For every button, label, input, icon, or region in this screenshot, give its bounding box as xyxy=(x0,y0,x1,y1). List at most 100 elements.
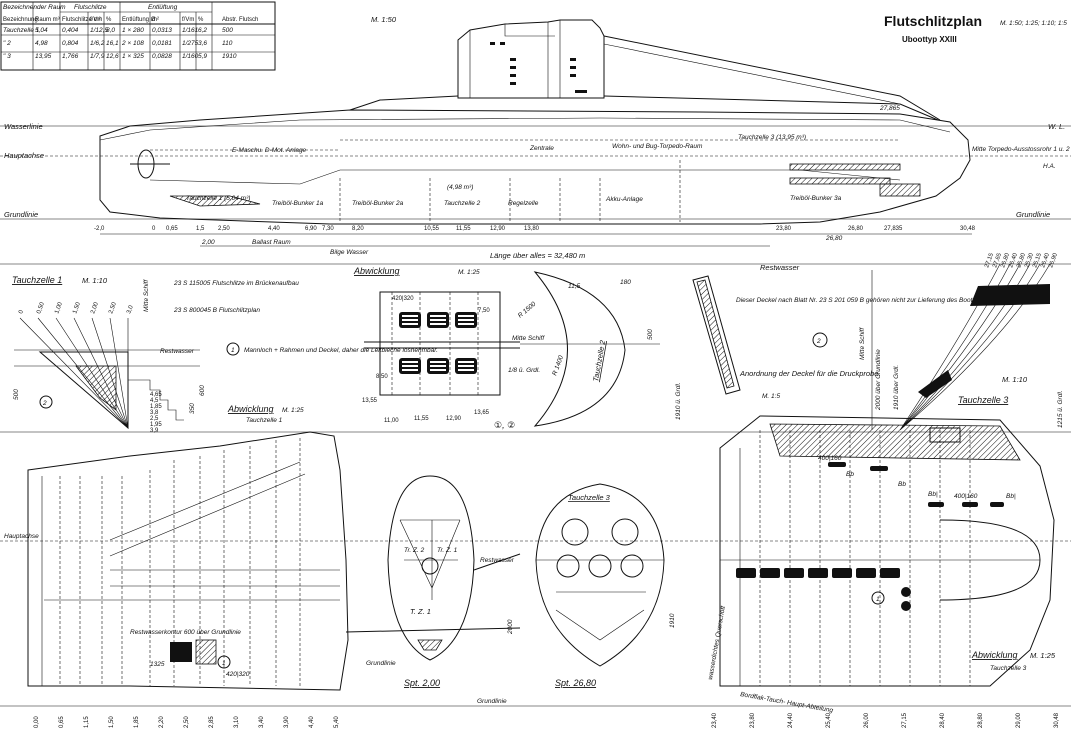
abw-tz2-mitte: Mitte Schiff xyxy=(512,335,545,342)
tz1-step-label: 3,8 xyxy=(150,410,159,416)
abw3-label: 400|160 xyxy=(818,455,842,462)
restwasser-label: Restwasser xyxy=(760,263,800,272)
s200-tz2: Tr. Z. 2 xyxy=(404,547,425,554)
abw3-wall: wasserdichtes Querschott xyxy=(707,604,727,680)
abw2-dim-label: 420|320 xyxy=(392,296,414,302)
waterline-right-label: W. L. xyxy=(1048,122,1065,131)
tz1-dim-350: 350 xyxy=(189,403,196,414)
tz1-step-label: 4,5 xyxy=(150,398,159,404)
abw3-frame-label: 23,40 xyxy=(712,712,718,728)
table-cell: 0,0181 xyxy=(152,40,172,47)
table-cell: 1/275 xyxy=(182,40,199,47)
table-cell: 16,1 xyxy=(106,40,119,47)
s200-title: Spt. 2,00 xyxy=(404,678,440,688)
table-cell: 0,404 xyxy=(62,27,79,34)
table-header-cell: Bezeichnung xyxy=(3,17,38,23)
bl-frame-label: 1,50 xyxy=(109,716,115,728)
abw3-label: Bb xyxy=(846,471,854,478)
table-cell: " 2 xyxy=(3,40,11,47)
section-spt-200: Tr. Z. 2 Tr. Z. 1 T. Z. 1 Restwasser Gru… xyxy=(345,475,521,688)
tz1-frame-label: 3,0 xyxy=(126,304,135,315)
bl-frame-label: 3,90 xyxy=(284,716,290,728)
frame-label: 8,20 xyxy=(352,226,364,232)
tz1-scale: M. 1:10 xyxy=(82,276,108,285)
main-scale: M. 1:50 xyxy=(371,15,397,24)
room-label: E-Maschu. D-Mot. Anlage xyxy=(232,147,307,154)
baseline-right-label: Grundlinie xyxy=(1016,210,1050,219)
frame-label: 11,55 xyxy=(456,226,471,232)
tz3-scale: M. 1:10 xyxy=(1002,375,1028,384)
tz1-step-label: 2,5 xyxy=(150,416,159,422)
frame-label: 0 xyxy=(152,226,156,232)
frame-label: 10,55 xyxy=(424,226,440,232)
table-cell: " 3 xyxy=(3,53,11,60)
table-cell: 12,6 xyxy=(106,53,119,60)
abw3-label: Bb| xyxy=(928,491,938,498)
table-header-cell: Flutschlitze m² xyxy=(62,17,101,23)
tz1-mitte: Mitte Schiff xyxy=(143,279,150,312)
abw3-label: Bb xyxy=(898,481,906,488)
abw3-stamp: Bordflak-Tauch- Haupt-Abteilung xyxy=(740,691,834,714)
abw2-dim-label: 11,00 xyxy=(384,418,399,424)
bl-frame-label: 1,85 xyxy=(134,716,140,728)
tz3-dim1: 2000 über Grundlinie xyxy=(875,349,882,411)
frame-label: 27,835 xyxy=(884,226,903,232)
abw-tz2-uber: 1/8 ü. Grdl. xyxy=(508,367,540,374)
top-dim: 27,865 xyxy=(879,105,900,112)
table-cell: 5,04 xyxy=(35,27,48,34)
tz3-frame-label: 26,80 xyxy=(1000,252,1011,269)
tz1-frame-label: 2,50 xyxy=(108,301,118,315)
table-cell: 6,2 xyxy=(198,27,207,34)
s200-tz1: Tr. Z. 1 xyxy=(437,547,458,554)
room-label: (4,98 m³) xyxy=(447,184,473,191)
table-cell: 4,98 xyxy=(35,40,48,47)
abw3-frame-label: 28,40 xyxy=(940,712,946,728)
baseline-label: Grundlinie xyxy=(4,210,38,219)
bl-note: Restwasserkontur 600 über Grundlinie xyxy=(130,629,241,636)
room-label: Tauchzelle 1 (5,04 m³) xyxy=(186,195,250,202)
frame-label: 4,40 xyxy=(268,226,280,232)
room-label: Tauchzelle 2 xyxy=(444,200,481,207)
s2680-dim: 1910 xyxy=(669,613,676,628)
room-label: Treiböl-Bunker 3a xyxy=(790,195,842,202)
room-label: Ballast Raum xyxy=(252,239,291,246)
bl-frame-label: 3,40 xyxy=(259,716,265,728)
drawing-subtitle: Uboottyp XXIII xyxy=(902,35,957,44)
room-label: Bilge Wasser xyxy=(330,249,369,256)
table-cell: 1/12,5 xyxy=(90,27,108,34)
bl-label-1: 420|320 xyxy=(226,671,250,678)
abw-tz2-circles: ①, ② xyxy=(494,420,515,430)
tz1-step-label: 1,85 xyxy=(150,404,162,410)
abw-tz2-tz2: Tauchzelle 2 xyxy=(591,339,607,383)
table-cell: 5,9 xyxy=(198,53,207,60)
tz1-step-label: 1,95 xyxy=(150,422,162,428)
frame-label: 7,30 xyxy=(322,226,334,232)
table-cell: 110 xyxy=(222,40,233,47)
deckel-dim: 1910 ü. Grdl. xyxy=(675,382,682,420)
tz1-circle-1: 1 xyxy=(231,347,235,354)
table-group-entlueftung: Entlüftung xyxy=(148,4,178,11)
bl-frame-label: 0,65 xyxy=(59,716,65,728)
tz1-frame-label: 1,00 xyxy=(54,301,64,315)
abw2-dim-label: 12,90 xyxy=(446,416,462,422)
tz3-frame-label: 26,40 xyxy=(1008,252,1019,269)
bl-frame-label: 2,85 xyxy=(209,716,215,728)
bl-grundlinie: Grundlinie xyxy=(477,698,507,705)
table-group-raum: Bezeichnender Raum xyxy=(3,4,66,11)
table-cell: 1 × 325 xyxy=(122,53,144,60)
s200-tz1-lower: T. Z. 1 xyxy=(410,607,431,616)
abw3-frame-label: 30,48 xyxy=(1054,712,1060,728)
tz1-dim-600: 600 xyxy=(199,385,206,396)
abw3-label: 1 xyxy=(876,596,880,603)
frame-label: 30,48 xyxy=(960,226,976,232)
table-header-cell: Entlüftung Ø xyxy=(122,17,156,23)
table-cell: 0,0828 xyxy=(152,53,172,60)
frame-label: 0,65 xyxy=(166,226,178,232)
bl-frame-label: 5,40 xyxy=(334,716,340,728)
s200-restwasser: Restwasser xyxy=(480,557,515,564)
frame-label: 6,90 xyxy=(305,226,317,232)
